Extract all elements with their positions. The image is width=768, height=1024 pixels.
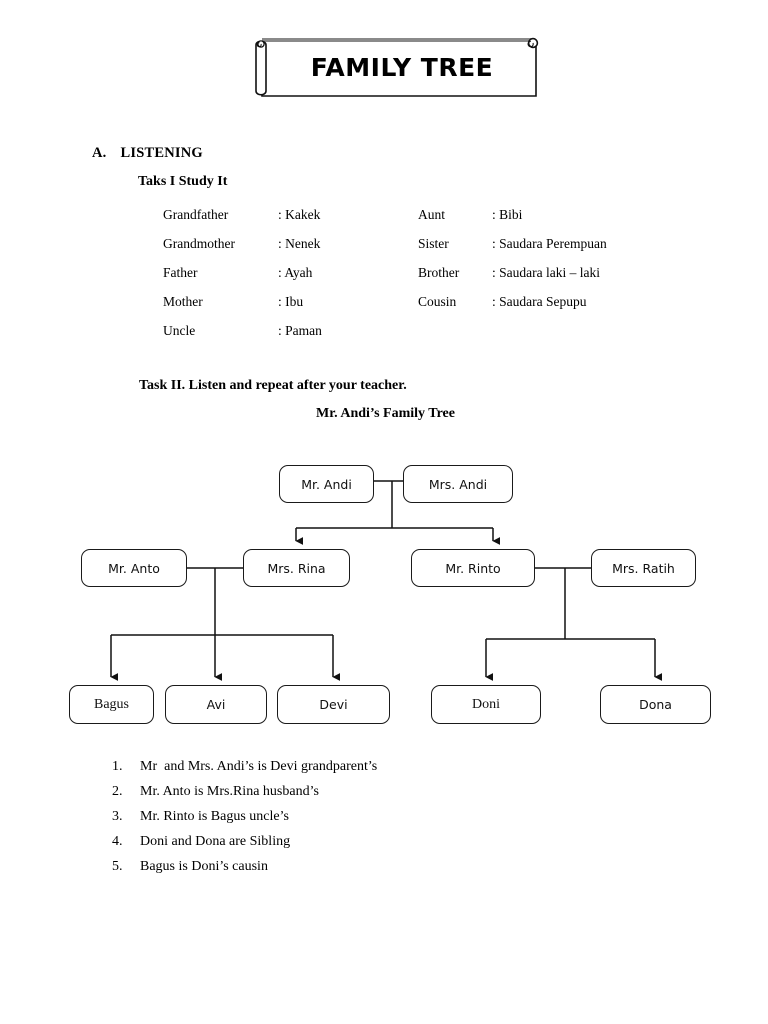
task-2-heading: Task II. Listen and repeat after your te… [139,378,407,393]
tree-node-mrs-andi[interactable]: Mrs. Andi [403,465,513,503]
statements-list: 1. Mr and Mrs. Andi’s is Devi grandparen… [112,754,672,879]
vocab-id-right: : Bibi [492,206,523,222]
section-a-letter: A. [92,145,107,161]
tree-node-label: Mr. Rinto [445,560,501,576]
tree-node-label: Mr. Anto [108,560,160,576]
vocab-id-left: : Ayah [278,264,313,280]
list-item: 5. Bagus is Doni’s causin [112,854,672,879]
tree-node-label: Mr. Andi [301,476,352,492]
tree-node-mrs-rina[interactable]: Mrs. Rina [243,549,350,587]
task-1-heading: Taks I Study It [138,174,228,189]
vocab-id-left: : Nenek [278,235,321,251]
vocab-id-left: : Kakek [278,206,321,222]
vocab-id-right: : Saudara Perempuan [492,235,607,251]
tree-node-label: Devi [319,697,348,712]
tree-node-label: Mrs. Ratih [612,560,675,576]
vocabulary-table: Grandfather : Kakek Aunt : Bibi Grandmot… [163,200,683,345]
vocab-en-right: Sister [418,235,449,251]
list-item-number: 4. [112,833,123,849]
list-item-text: Mr and Mrs. Andi’s is Devi grandparent’s [140,758,378,774]
family-tree-diagram: Mr. Andi Mrs. Andi Mr. Anto Mrs. Rina Mr… [0,440,768,740]
table-row: Grandmother : Nenek Sister : Saudara Per… [163,229,683,258]
vocab-en-left: Grandmother [163,235,235,251]
vocab-id-left: : Ibu [278,293,304,309]
tree-node-mrs-ratih[interactable]: Mrs. Ratih [591,549,696,587]
vocabulary-body: Grandfather : Kakek Aunt : Bibi Grandmot… [163,200,683,345]
list-item-text: Mr. Anto is Mrs.Rina husband’s [140,783,319,799]
list-item: 2. Mr. Anto is Mrs.Rina husband’s [112,779,672,804]
tree-node-devi[interactable]: Devi [277,685,390,724]
tree-node-label: Bagus [94,696,129,712]
table-row: Uncle : Paman [163,316,683,345]
list-item-text: Mr. Rinto is Bagus uncle’s [140,808,289,824]
tree-node-label: Mrs. Andi [428,476,488,492]
list-item-number: 5. [112,858,123,874]
vocab-en-right: Aunt [418,206,445,222]
vocab-en-left: Uncle [163,322,196,338]
vocab-en-left: Father [163,264,198,280]
vocab-en-right: Brother [418,264,460,280]
family-tree-connectors [110,480,662,681]
list-item: 1. Mr and Mrs. Andi’s is Devi grandparen… [112,754,672,779]
vocab-id-right: : Saudara laki – laki [492,264,600,280]
section-a-title: LISTENING [120,145,203,161]
vocab-id-right: : Saudara Sepupu [492,293,587,309]
tree-node-dona[interactable]: Dona [600,685,711,724]
list-item-text: Doni and Dona are Sibling [140,833,291,849]
banner-scroll-shape [255,37,539,97]
list-item-number: 3. [112,808,123,824]
tree-node-mr-anto[interactable]: Mr. Anto [81,549,187,587]
list-item: 3. Mr. Rinto is Bagus uncle’s [112,804,672,829]
tree-node-doni[interactable]: Doni [431,685,541,724]
tree-node-mr-andi[interactable]: Mr. Andi [279,465,374,503]
section-a-heading: A. LISTENING [92,145,203,162]
tree-node-mr-rinto[interactable]: Mr. Rinto [411,549,535,587]
list-item-text: Bagus is Doni’s causin [140,858,268,874]
vocab-id-left: : Paman [278,322,322,338]
vocab-en-right [418,316,492,345]
vocab-id-right [492,316,683,345]
list-item-number: 2. [112,783,123,799]
tree-node-label: Mrs. Rina [267,560,326,576]
title-banner: FAMILY TREE [248,36,542,98]
tree-node-bagus[interactable]: Bagus [69,685,154,724]
tree-node-label: Avi [206,697,226,712]
tree-node-label: Dona [639,697,672,712]
list-item-number: 1. [112,758,123,774]
vocab-en-left: Mother [163,293,203,309]
list-item: 4. Doni and Dona are Sibling [112,829,672,854]
page-title: FAMILY TREE [310,52,494,82]
vocab-en-left: Grandfather [163,206,229,222]
tree-node-label: Doni [472,696,500,712]
table-row: Father : Ayah Brother : Saudara laki – l… [163,258,683,287]
family-tree-title: Mr. Andi’s Family Tree [316,406,455,421]
tree-node-avi[interactable]: Avi [165,685,267,724]
vocab-en-right: Cousin [418,293,457,309]
table-row: Grandfather : Kakek Aunt : Bibi [163,200,683,229]
table-row: Mother : Ibu Cousin : Saudara Sepupu [163,287,683,316]
